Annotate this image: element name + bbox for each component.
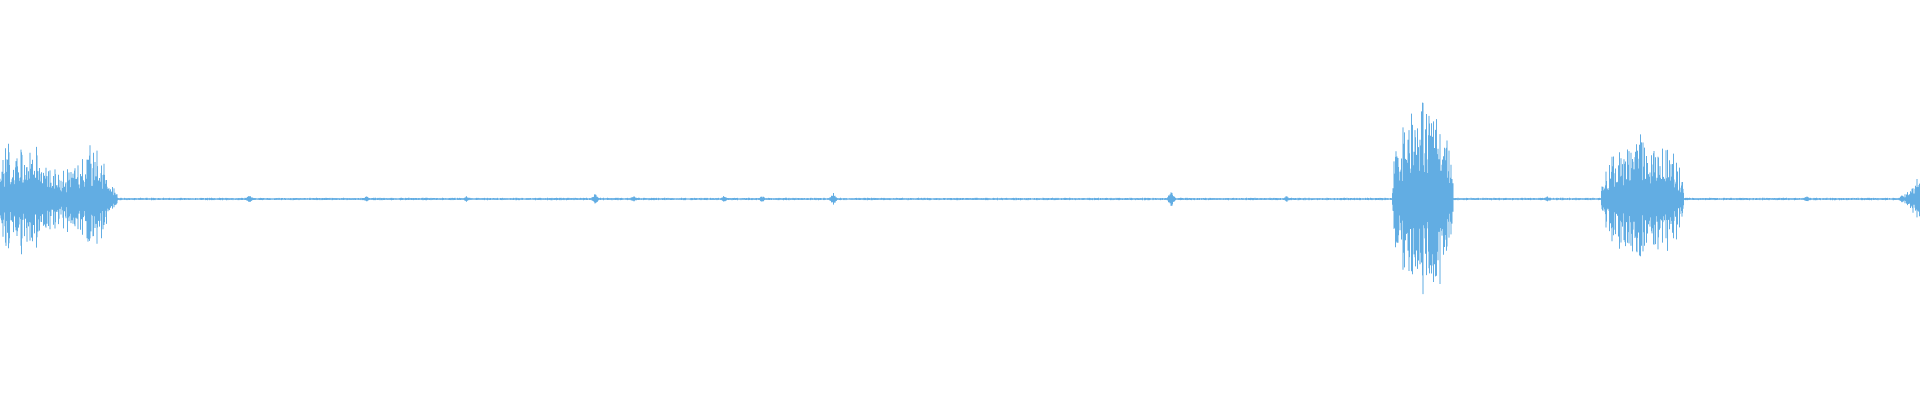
- waveform-trace: [0, 102, 1920, 295]
